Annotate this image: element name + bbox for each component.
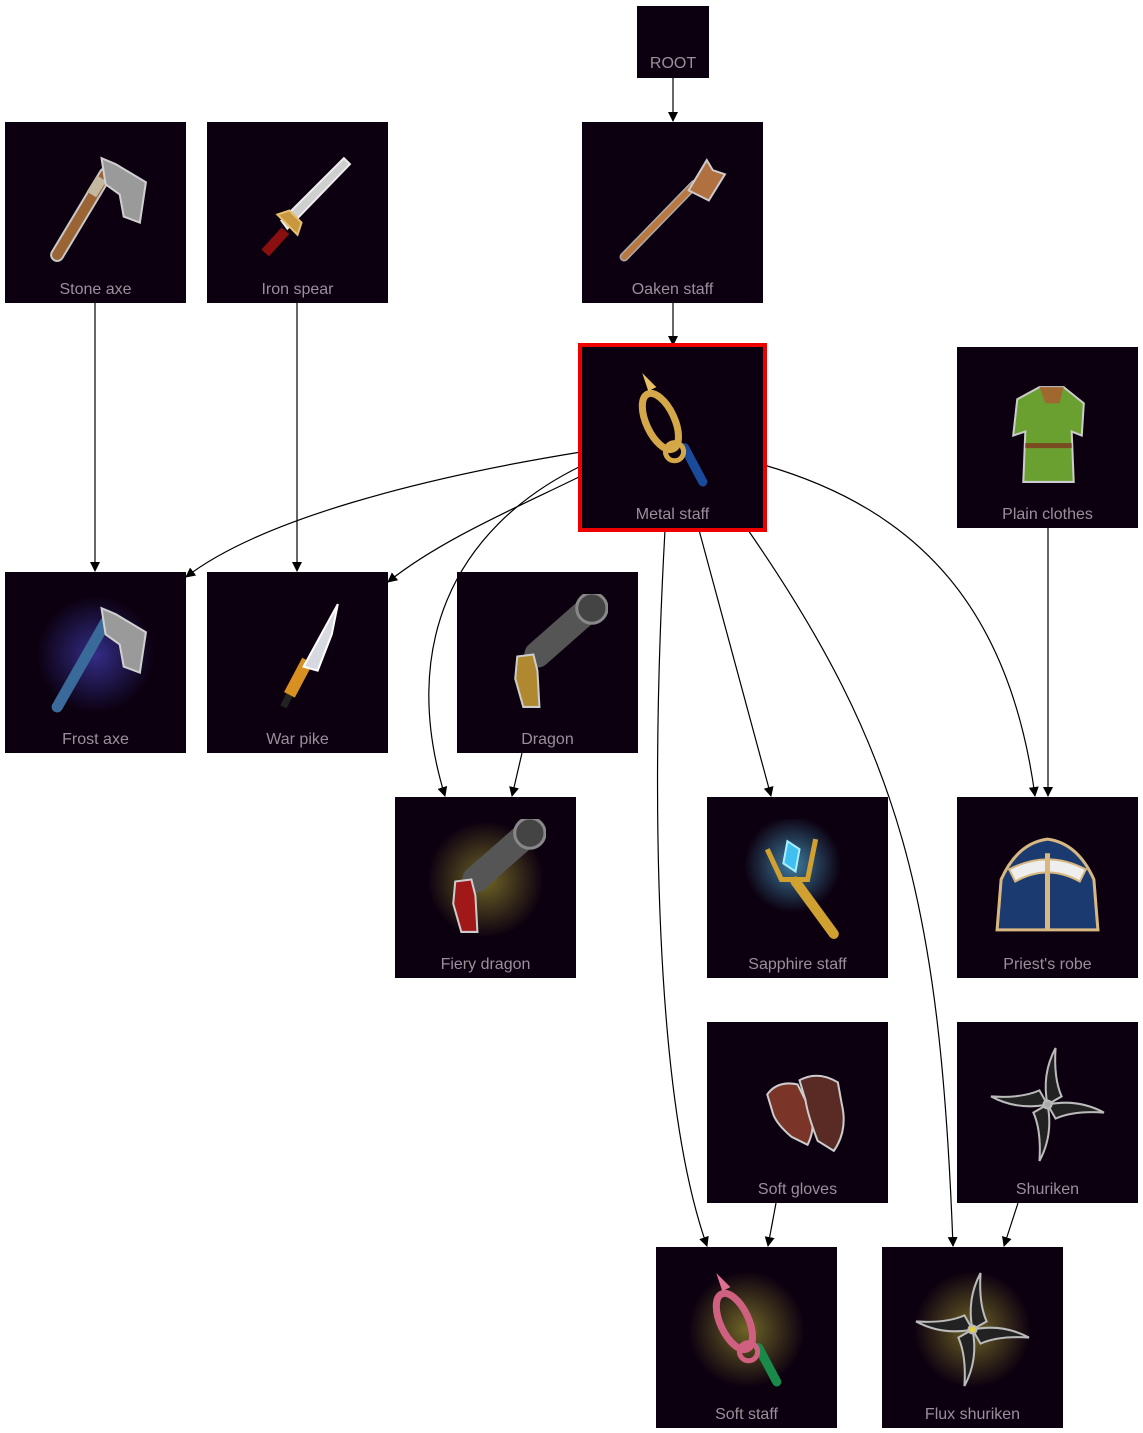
war-pike-icon: [280, 603, 339, 709]
node-label: War pike: [266, 731, 329, 748]
edge-metal-warpike: [387, 475, 582, 583]
node-label: Plain clothes: [1002, 506, 1093, 523]
node-dragon[interactable]: Dragon: [457, 572, 638, 753]
edge-softgloves-softstaff: [764, 1202, 777, 1247]
node-label: Soft gloves: [757, 1181, 838, 1198]
node-root[interactable]: ROOT: [637, 6, 709, 78]
node-metal-staff[interactable]: Metal staff: [578, 343, 767, 532]
node-shuriken[interactable]: Shuriken: [957, 1022, 1138, 1203]
node-iron-spear[interactable]: Iron spear: [207, 122, 388, 303]
node-soft-staff[interactable]: Soft staff: [656, 1247, 837, 1428]
node-label: Sapphire staff: [748, 956, 847, 973]
edge-metal-softstaff: [657, 529, 709, 1247]
node-label: Dragon: [521, 731, 574, 748]
node-label: Flux shuriken: [924, 1406, 1021, 1423]
node-stone-axe[interactable]: Stone axe: [5, 122, 186, 303]
node-label: Metal staff: [635, 506, 710, 523]
node-fiery-dragon[interactable]: Fiery dragon: [395, 797, 576, 978]
node-sapphire-staff[interactable]: Sapphire staff: [707, 797, 888, 978]
plain-clothes-icon: [1012, 386, 1085, 483]
node-oaken-staff[interactable]: Oaken staff: [582, 122, 763, 303]
node-label: Priest's robe: [1003, 956, 1092, 973]
flux-shuriken-icon: [914, 1271, 1031, 1388]
node-soft-gloves[interactable]: Soft gloves: [707, 1022, 888, 1203]
node-frost-axe[interactable]: Frost axe: [5, 572, 186, 753]
node-flux-shuriken[interactable]: Flux shuriken: [882, 1247, 1063, 1428]
node-war-pike[interactable]: War pike: [207, 572, 388, 753]
dragon-gun-icon: [514, 594, 608, 708]
node-label: Fiery dragon: [440, 956, 531, 973]
edge-dragon-fierydragon: [509, 752, 523, 797]
node-label: Shuriken: [1015, 1181, 1080, 1198]
node-label: Oaken staff: [631, 281, 714, 298]
soft-gloves-icon: [766, 1074, 845, 1153]
edge-metal-sapphire: [698, 529, 774, 797]
node-label: Soft staff: [715, 1406, 778, 1423]
metal-staff-icon: [638, 373, 708, 487]
shuriken-icon: [990, 1047, 1105, 1162]
frost-axe-icon: [37, 596, 154, 713]
soft-staff-icon: [688, 1271, 805, 1388]
sapphire-staff-icon: [744, 819, 841, 939]
node-label: Frost axe: [62, 731, 129, 748]
edge-metal-frostaxe: [185, 451, 582, 578]
iron-spear-icon: [261, 156, 352, 257]
priests-robe-icon: [995, 837, 1100, 932]
oaken-staff-icon: [619, 158, 727, 262]
node-label: ROOT: [649, 55, 697, 72]
edge-shuriken-fluxshuriken: [1002, 1202, 1019, 1247]
fiery-dragon-gun-icon: [427, 819, 546, 938]
node-label: Stone axe: [59, 281, 132, 298]
node-label: Iron spear: [261, 281, 334, 298]
node-priests-robe[interactable]: Priest's robe: [957, 797, 1138, 978]
node-plain-clothes[interactable]: Plain clothes: [957, 347, 1138, 528]
stone-axe-icon: [50, 156, 148, 262]
